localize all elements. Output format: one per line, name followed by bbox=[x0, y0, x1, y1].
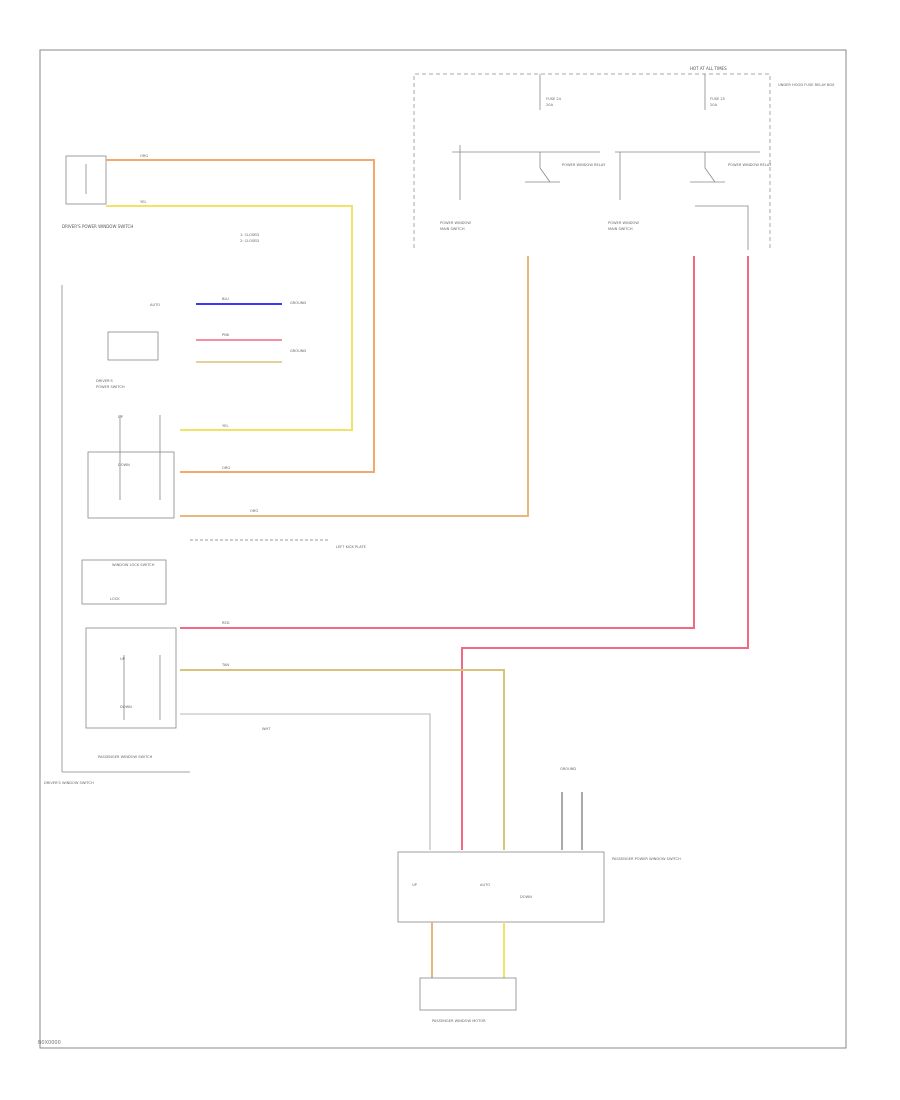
main-switch-assembly: DRIVER'S WINDOW SWITCH DRIVER'S POWER SW… bbox=[44, 285, 190, 785]
fuse-left-label: FUSE 24 bbox=[546, 97, 562, 101]
fuse-right-label: FUSE 25 bbox=[710, 97, 725, 101]
main-switch-left-a: POWER WINDOW bbox=[440, 221, 471, 225]
wire-tag-yel-1: YEL bbox=[140, 200, 146, 204]
wire-tan-orange bbox=[180, 256, 529, 517]
wire-yellow bbox=[106, 205, 353, 431]
wire-tag-red: RED bbox=[222, 621, 230, 625]
wire-tag-org-1: ORG bbox=[140, 154, 148, 158]
pass-sw-down: DOWN bbox=[120, 705, 132, 709]
relay-right-label: POWER WINDOW RELAY bbox=[728, 163, 772, 167]
diagram-code: B0X0000 bbox=[38, 1040, 61, 1046]
main-switch-right-a: POWER WINDOW bbox=[608, 221, 639, 225]
unit-down: DOWN bbox=[520, 895, 532, 899]
ground-label-1: GROUND bbox=[290, 301, 306, 305]
top-left-switch-label: DRIVER'S POWER WINDOW SWITCH bbox=[62, 224, 133, 229]
wire-pink-long bbox=[180, 256, 695, 629]
wire-tag-wht: WHT bbox=[262, 727, 271, 731]
passenger-switch-label: PASSENGER WINDOW SWITCH bbox=[98, 755, 153, 759]
fuse-left-amp: 20A bbox=[546, 103, 554, 107]
wire-tag-tan: TAN bbox=[221, 663, 229, 667]
driver-sw-down: DOWN bbox=[118, 463, 130, 467]
wire-tag-org-3: ORG bbox=[250, 509, 258, 513]
unit-up: UP bbox=[412, 883, 418, 887]
wire-tag-yel-2: YEL bbox=[222, 424, 228, 428]
wire-orange bbox=[106, 159, 375, 473]
ground-connectors: GROUND bbox=[560, 767, 583, 850]
wire-pink-right bbox=[461, 256, 749, 850]
unit-auto: AUTO bbox=[480, 883, 490, 887]
main-switch-left-b: MAIN SWITCH bbox=[440, 227, 465, 231]
relay-left-label: POWER WINDOW RELAY bbox=[562, 163, 606, 167]
passenger-window-unit: PASSENGER POWER WINDOW SWITCH UP AUTO DO… bbox=[397, 851, 681, 923]
wire-tan bbox=[180, 669, 505, 850]
ground-right-label: GROUND bbox=[560, 767, 576, 771]
wire-tag-pnk: PNK bbox=[222, 333, 230, 337]
legend-1: 1: CLOSED bbox=[240, 233, 259, 237]
main-switch-right-b: MAIN SWITCH bbox=[608, 227, 633, 231]
lock-switch-label: WINDOW LOCK SWITCH bbox=[112, 563, 155, 567]
power-switch-b: POWER SWITCH bbox=[96, 385, 125, 389]
wire-white bbox=[180, 713, 431, 850]
fuse-relay-box: HOT AT ALL TIMES UNDER HOOD FUSE RELAY B… bbox=[413, 66, 835, 250]
ground-label-2: GROUND bbox=[290, 349, 306, 353]
motor-label: PASSENGER WINDOW MOTOR bbox=[432, 1019, 486, 1023]
pass-sw-up: UP bbox=[120, 657, 126, 661]
legend-2: 2: CLOSED bbox=[240, 239, 259, 243]
passenger-window-motor: PASSENGER WINDOW MOTOR bbox=[419, 977, 517, 1023]
diagram-border bbox=[39, 49, 847, 1049]
passenger-unit-label: PASSENGER POWER WINDOW SWITCH bbox=[612, 857, 681, 861]
power-switch-a: DRIVER'S bbox=[96, 379, 114, 383]
fuse-box-note: UNDER HOOD FUSE RELAY BOX bbox=[778, 83, 835, 87]
main-switch-label: DRIVER'S WINDOW SWITCH bbox=[44, 781, 94, 785]
driver-sw-up: UP bbox=[118, 415, 124, 419]
wire-tag-blu: BLU bbox=[222, 297, 229, 301]
fuse-right-amp: 20A bbox=[710, 103, 718, 107]
wire-tag-org-2: ORG bbox=[222, 466, 230, 470]
power-switch-auto: AUTO bbox=[150, 303, 160, 307]
driver-switch-top: DRIVER'S POWER WINDOW SWITCH 1: CLOSED 2… bbox=[62, 155, 259, 243]
fuse-box-title: HOT AT ALL TIMES bbox=[690, 66, 727, 71]
splice-label: LEFT KICK PLATE bbox=[336, 545, 367, 549]
lock-label: LOCK bbox=[110, 597, 120, 601]
